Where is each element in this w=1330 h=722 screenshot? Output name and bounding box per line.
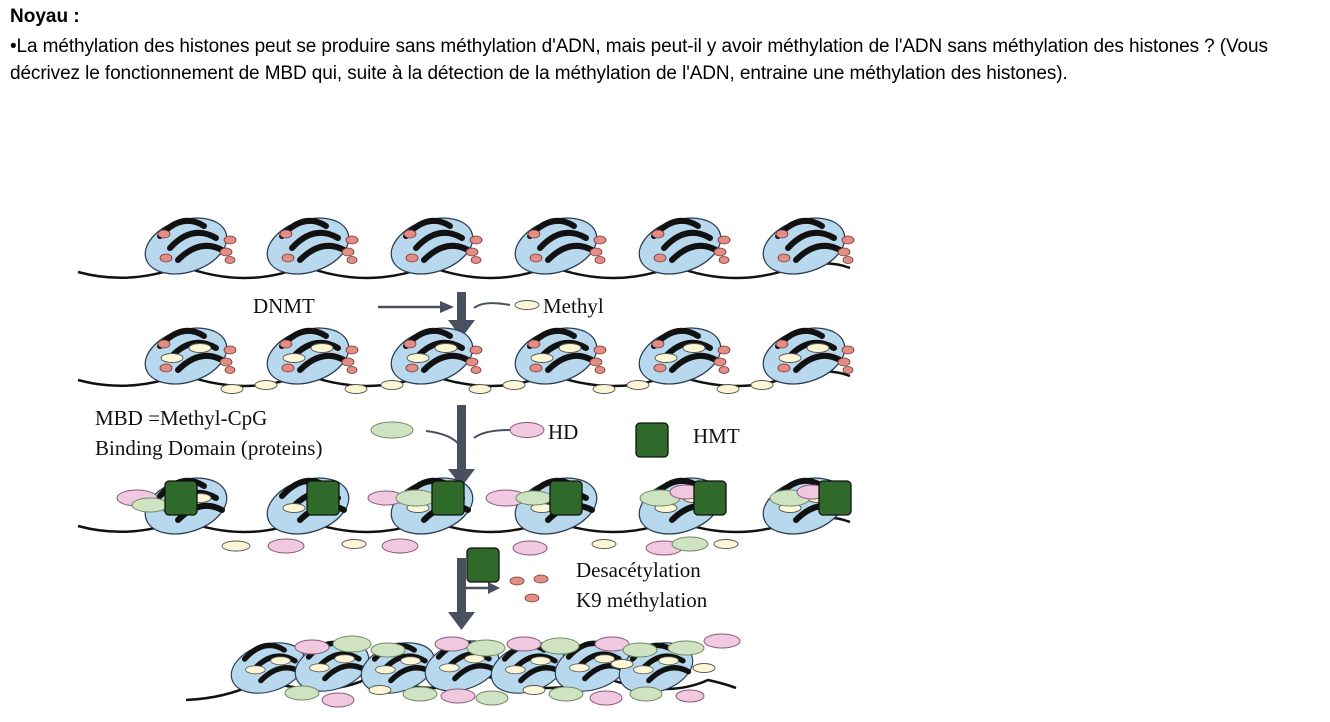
released-acetyl-icons: [509, 574, 549, 603]
main-arrow-2: [448, 405, 475, 487]
desacetylation-label: Desacétylation: [576, 558, 701, 582]
slide-title: Noyau :: [10, 6, 80, 27]
row-4-condensed-chromatin: [185, 632, 741, 708]
mbd-label-line2: Binding Domain (proteins): [95, 436, 322, 460]
methyl-icon: [514, 300, 540, 310]
hmt-enzyme-icon: [466, 547, 500, 583]
hd-label: HD: [548, 420, 578, 444]
question-text: •La méthylation des histones peut se pro…: [10, 36, 1268, 84]
deacetylation-arrow: [466, 582, 500, 594]
dnmt-arrow: [378, 301, 454, 313]
main-arrow-1: [448, 292, 475, 338]
mbd-label-line1: MBD =Methyl-CpG: [95, 406, 267, 430]
row-1-chromatin: [77, 208, 854, 283]
row-3-protein-bound-chromatin: [77, 468, 852, 556]
hmt-label: HMT: [693, 424, 740, 448]
main-arrow-3: [448, 558, 475, 630]
row-2-methylated-chromatin: [77, 318, 854, 393]
dnmt-label: DNMT: [253, 294, 315, 318]
hd-icon: [509, 422, 545, 438]
methyl-label: Methyl: [543, 294, 604, 318]
k9-methylation-label: K9 méthylation: [576, 588, 708, 612]
mbd-icon: [370, 421, 414, 439]
hmt-icon: [635, 422, 669, 458]
